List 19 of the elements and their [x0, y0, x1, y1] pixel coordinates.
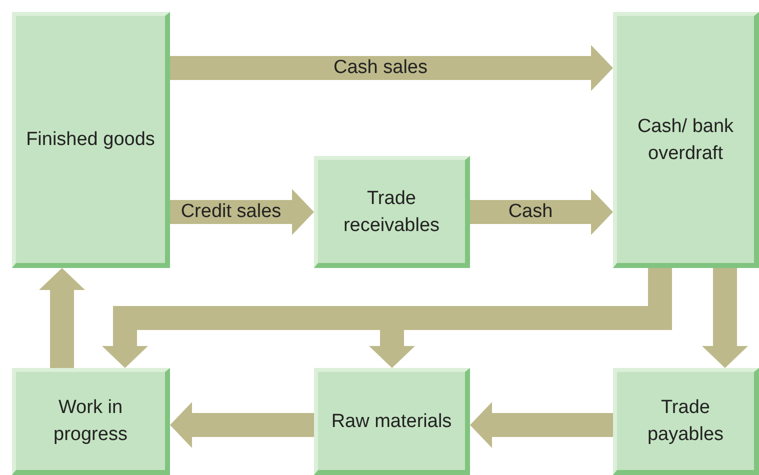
box-label: Work in progress	[52, 396, 128, 447]
process-box	[314, 368, 470, 475]
box-label: Raw materials	[330, 410, 453, 434]
arrow	[470, 402, 613, 448]
process-box	[314, 156, 470, 268]
arrow	[170, 402, 314, 448]
arrow	[170, 189, 314, 235]
process-box	[613, 368, 759, 475]
box-label: Trade receivables	[342, 186, 441, 238]
process-box	[12, 12, 170, 268]
process-box	[613, 12, 759, 268]
process-box	[12, 368, 170, 475]
box-label: Finished goods	[25, 128, 156, 152]
box-label: Trade payables	[646, 396, 725, 447]
arrow	[470, 189, 613, 235]
arrow	[702, 268, 748, 368]
arrow	[39, 268, 85, 368]
box-label: Cash/ bank overdraft	[636, 114, 735, 166]
arrow	[170, 45, 613, 91]
